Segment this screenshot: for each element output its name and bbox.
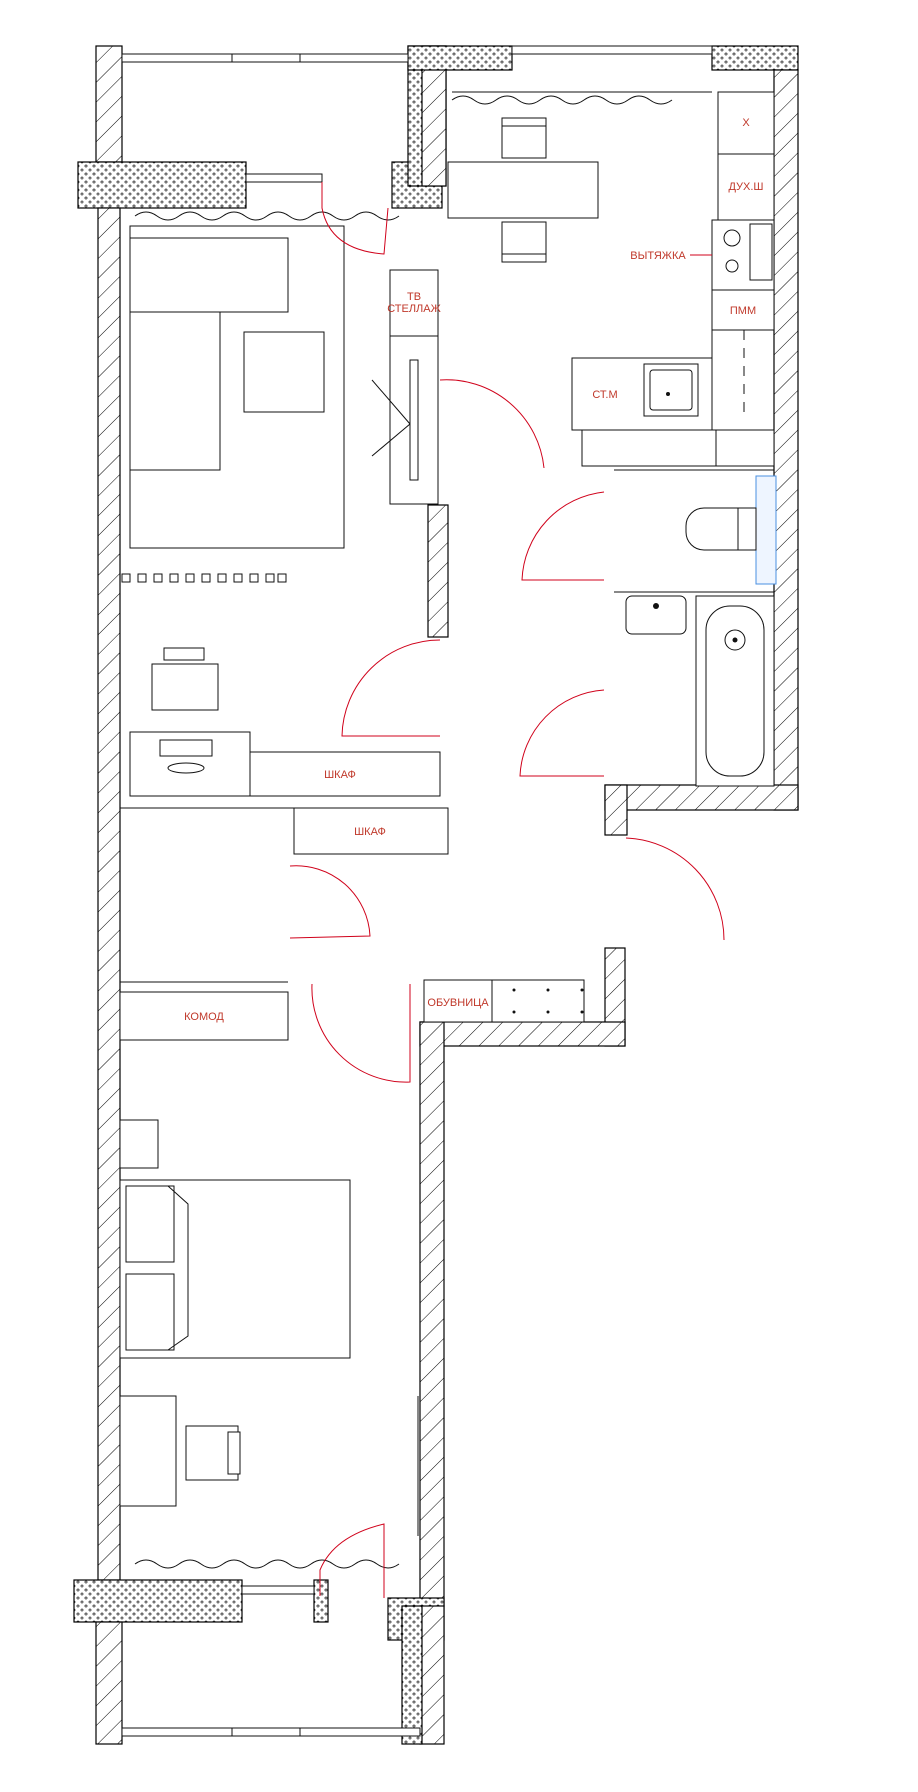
kitchen: Х ДУХ.Ш ВЫТЯЖКА ПММ СТ.М — [447, 91, 775, 467]
curtains — [134, 95, 673, 1569]
nightstand — [119, 1119, 159, 1169]
fridge — [717, 91, 775, 155]
coffee-table — [243, 331, 325, 413]
corridor: ШКАФ ОБУВНИЦА — [120, 807, 585, 1023]
shower-screen — [755, 475, 777, 585]
shoe-rack — [423, 979, 493, 1023]
dresser-label: КОМОД — [184, 1011, 224, 1023]
washbasin-icon — [625, 595, 687, 635]
hood-unit — [749, 223, 773, 281]
tv-shelf-label-1: ТВ — [407, 291, 421, 303]
bathroom — [614, 469, 777, 787]
fridge-label: Х — [742, 117, 750, 129]
burner-icon — [723, 229, 741, 247]
hood-label: ВЫТЯЖКА — [630, 250, 686, 262]
desk-chair — [151, 663, 219, 711]
walls — [73, 45, 799, 1745]
chair — [501, 117, 547, 159]
tv-shelf-label-2: СТЕЛЛАЖ — [387, 303, 441, 315]
washer-label: СТ.М — [592, 389, 617, 401]
dresser — [119, 991, 289, 1041]
windows — [121, 45, 713, 1737]
door-swings — [289, 182, 725, 1598]
sofa — [129, 237, 289, 313]
bedroom: КОМОД — [119, 991, 419, 1536]
monitor — [159, 739, 213, 757]
dishwasher-label: ПММ — [730, 305, 756, 317]
wardrobe-label-2: ШКАФ — [354, 826, 386, 838]
pillow — [125, 1273, 175, 1351]
oven — [717, 153, 775, 221]
radiator — [121, 573, 287, 583]
desk — [119, 1395, 177, 1507]
wardrobe — [249, 751, 441, 797]
sofa — [129, 311, 221, 471]
oven-label: ДУХ.Ш — [728, 181, 763, 193]
wardrobe-label-1: ШКАФ — [324, 769, 356, 781]
pillow — [125, 1185, 175, 1263]
shoe-rack-label: ОБУВНИЦА — [427, 997, 489, 1009]
chair — [501, 221, 547, 263]
dining-table — [447, 161, 599, 219]
wardrobe — [293, 807, 449, 855]
living-room: ТВ СТЕЛЛАЖ ШКАФ — [121, 225, 441, 797]
burner-icon — [725, 259, 739, 273]
shoe-rack-bench — [491, 979, 585, 1023]
